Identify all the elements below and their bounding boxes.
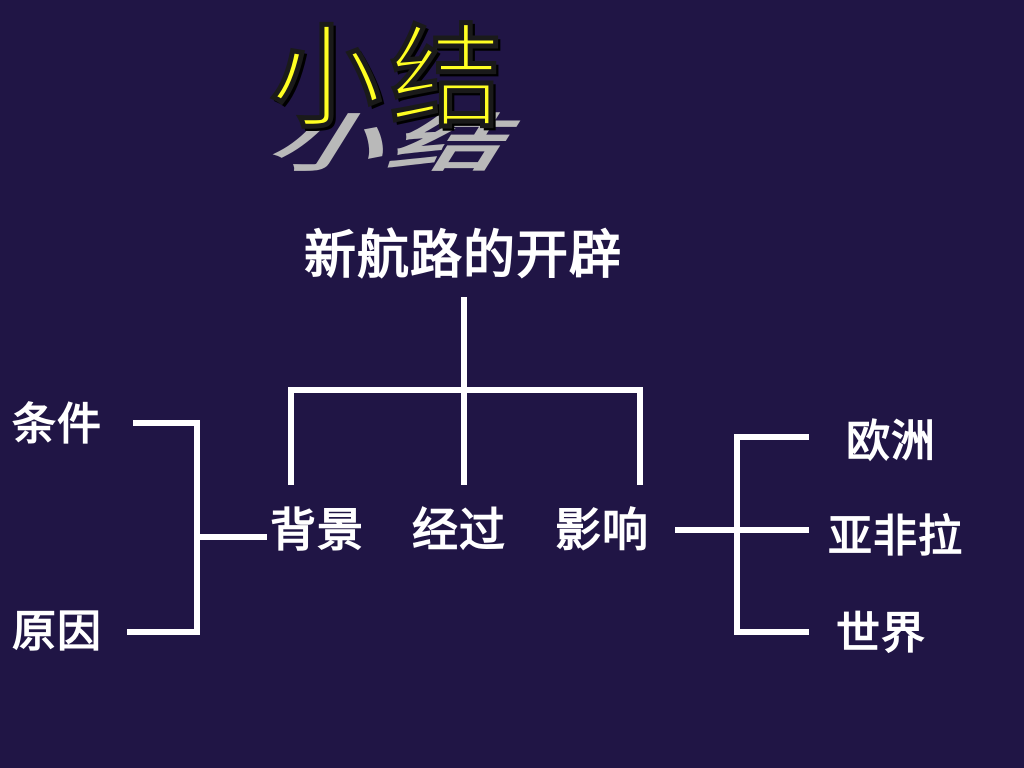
middle-node-impact: 影响 [555, 503, 649, 557]
middle-node-background: 背景 [270, 503, 364, 557]
right-node-europe: 欧洲 [846, 416, 936, 467]
left-node-causes: 原因 [12, 606, 102, 657]
right-node-world: 世界 [836, 608, 926, 659]
right-node-asia-africa-latin-america: 亚非拉 [828, 511, 963, 562]
slide-title-text: 小结 [269, 13, 510, 145]
slide-title: 小结 小结 [256, 13, 670, 180]
middle-node-process: 经过 [412, 503, 506, 557]
root-node: 新航路的开辟 [304, 226, 623, 286]
left-node-conditions: 条件 [12, 399, 102, 450]
